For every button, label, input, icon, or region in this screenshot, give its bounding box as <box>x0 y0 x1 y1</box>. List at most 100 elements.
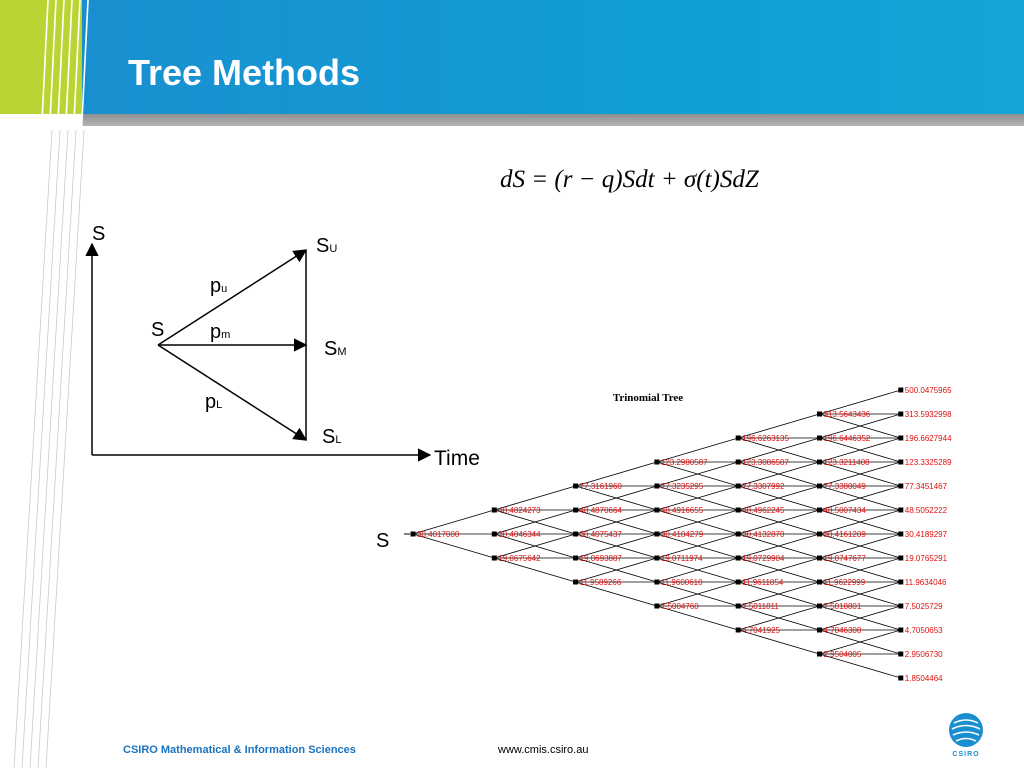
tree-node-marker <box>817 627 822 633</box>
tree-node-marker <box>654 603 660 609</box>
tree-node-marker <box>817 507 822 513</box>
tree-node-label: 19.0747677 <box>824 554 867 563</box>
tree-edge <box>575 509 658 535</box>
tree-node-label: 19.0693887 <box>580 554 623 563</box>
origin-label: S <box>151 319 164 341</box>
tree-node-marker <box>654 483 660 489</box>
tree-edge <box>819 653 901 679</box>
tree-node-marker <box>817 483 822 489</box>
tree-node-marker <box>654 579 660 585</box>
tree-node-marker <box>735 531 741 537</box>
tree-node-marker <box>573 579 579 585</box>
tree-edge <box>738 413 820 439</box>
tree-node-marker <box>898 675 904 681</box>
tree-node-marker <box>817 435 822 441</box>
tree-node-label: 77.3451467 <box>905 482 948 491</box>
tree-node-marker <box>573 531 579 537</box>
tree-edges <box>412 389 901 679</box>
tree-node-label: 77.3307992 <box>742 482 785 491</box>
tree-node-label: 30.4046344 <box>498 530 541 539</box>
tree-edge <box>819 413 901 439</box>
tree-edge <box>738 485 820 511</box>
header-bar <box>82 0 1024 114</box>
trinomial-schematic: S Time S SU SM SL pu pm pL <box>85 223 480 470</box>
tree-edge <box>575 485 658 511</box>
tree-node-label: 30.4132870 <box>742 530 785 539</box>
tree-edge <box>819 389 901 415</box>
tree-node-label: 7.5018801 <box>824 602 862 611</box>
tree-node-label: 19.0765291 <box>905 554 948 563</box>
tree-edge <box>819 509 901 535</box>
down-branch-arrow <box>157 344 308 441</box>
tree-edge <box>738 581 820 607</box>
prob-mid-sub: m <box>221 329 230 341</box>
tree-node-label: 30.4189297 <box>905 530 948 539</box>
tree-edge <box>656 605 739 631</box>
tree-edge <box>819 629 901 655</box>
tree-edge <box>819 605 901 631</box>
tree-edge <box>494 533 576 559</box>
tree-node-marker <box>573 483 579 489</box>
tree-node-marker <box>817 603 822 609</box>
tree-edge <box>656 533 739 559</box>
node-s-down-sub: L <box>335 434 341 446</box>
tree-node-marker <box>817 459 822 465</box>
tree-node-marker <box>898 651 904 657</box>
tree-node-marker <box>654 531 660 537</box>
tree-node-label: 11.9634046 <box>905 578 947 587</box>
tree-node-label: 196.6627944 <box>905 434 952 443</box>
tree-edge <box>494 485 576 511</box>
tree-edge <box>819 533 901 559</box>
tree-node-marker <box>898 387 904 393</box>
tree-node-label: 30.4104279 <box>661 530 704 539</box>
tree-node-marker <box>817 579 822 585</box>
tree-edge <box>738 509 820 535</box>
logo-text: CSIRO <box>952 751 979 758</box>
tree-title: Trinomial Tree <box>613 392 683 404</box>
tree-edge <box>494 557 576 583</box>
tree-node-marker <box>735 627 741 633</box>
tree-node-label: 4.7046308 <box>824 626 862 635</box>
tree-node-label: 48.5052222 <box>905 506 948 515</box>
tree-edge <box>738 557 820 583</box>
tree-node-label: 4.7050653 <box>905 626 943 635</box>
tree-node-marker <box>491 507 497 513</box>
tree-node-marker <box>898 579 904 585</box>
footer-url[interactable]: www.cmis.csiro.au <box>498 744 589 756</box>
tree-node-marker <box>898 603 904 609</box>
tree-node-label: 77.3235295 <box>661 482 704 491</box>
tree-node-marker <box>654 459 660 465</box>
tree-node-label: 2.9504005 <box>824 650 862 659</box>
tree-node-label: 123.3211408 <box>824 458 871 467</box>
tree-node-label: 11.9600610 <box>661 578 703 587</box>
tree-edge <box>575 461 658 487</box>
slide-title: Tree Methods <box>128 52 361 93</box>
tree-edge <box>656 581 739 607</box>
tree-node-label: 11.9622999 <box>824 578 866 587</box>
tree-edge <box>819 581 901 607</box>
tree-node-label: 30.4161209 <box>824 530 867 539</box>
tree-node-marker <box>573 555 579 561</box>
tree-edge <box>656 557 739 583</box>
tree-node-marker <box>817 555 822 561</box>
tree-node-label: 19.0711974 <box>661 554 703 563</box>
tree-edge <box>819 461 901 487</box>
tree-node-label: 1.8504464 <box>905 674 943 683</box>
tree-edge <box>575 581 658 607</box>
tree-node-marker <box>817 411 822 417</box>
tree-node-label: 30.4017000 <box>417 530 460 539</box>
tree-edge <box>738 605 820 631</box>
tree-node-marker <box>735 555 741 561</box>
tree-node-marker <box>817 531 822 537</box>
node-s-up-sub: U <box>329 243 337 255</box>
node-s-mid-base: S <box>324 338 337 360</box>
prob-up-label: pu <box>210 275 227 297</box>
sde-equation: dS = (r − q)Sdt + σ(t)SdZ <box>500 166 759 193</box>
prob-up-sub: u <box>221 283 227 295</box>
tree-node-marker <box>735 507 741 513</box>
tree-edge <box>575 533 658 559</box>
trinomial-tree: 30.401700048.482427330.404634419.0675642… <box>376 386 952 683</box>
tree-node-marker <box>491 555 497 561</box>
tree-node-label: 196.6263135 <box>742 434 789 443</box>
tree-node-marker <box>735 579 741 585</box>
